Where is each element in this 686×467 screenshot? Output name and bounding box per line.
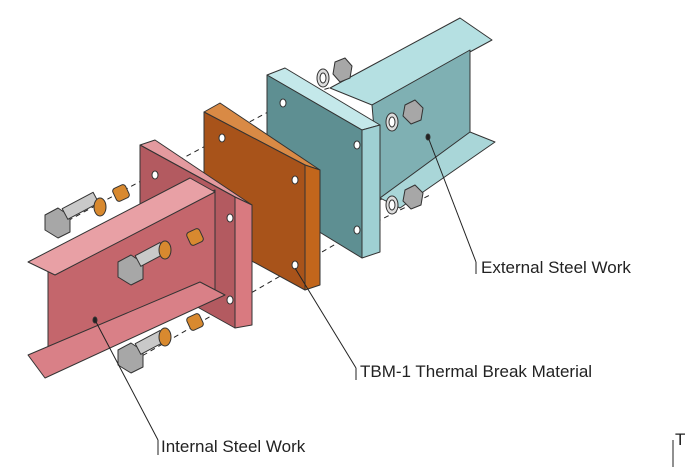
cut-off-label: Tl [675, 430, 686, 449]
internal-bolts [44, 184, 204, 374]
thermal-break-label: TBM-1 Thermal Break Material [360, 362, 593, 381]
external-steel-work-label: External Steel Work [481, 258, 631, 277]
internal-steel-work-label: Internal Steel Work [161, 437, 306, 456]
leader-lines [94, 136, 674, 467]
external-bolts [316, 57, 424, 215]
